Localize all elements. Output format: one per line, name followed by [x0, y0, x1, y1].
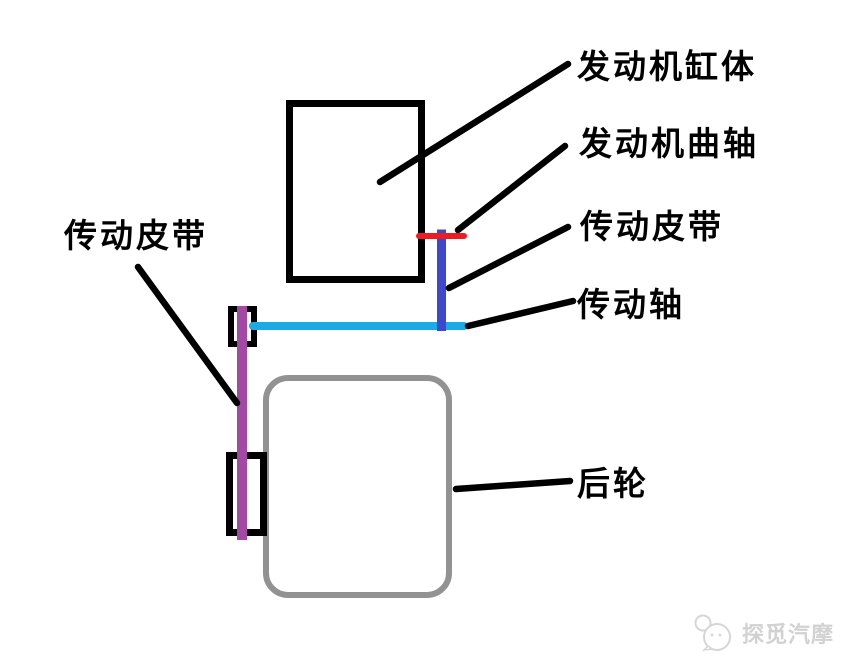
label-belt-right: 传动皮带: [580, 207, 724, 246]
leader-drive-shaft: [464, 297, 577, 330]
watermark-text: 探觅汽摩: [742, 623, 835, 648]
leader-belt-right: [445, 223, 572, 292]
label-drive-shaft: 传动轴: [577, 285, 685, 324]
leader-crankshaft: [454, 142, 569, 234]
watermark-logo-icon: [694, 614, 731, 652]
leader-belt-left: [134, 263, 241, 407]
watermark: 探觅汽摩: [690, 612, 834, 654]
leader-rear-wheel: [452, 477, 574, 493]
label-belt-left: 传动皮带: [64, 216, 208, 255]
label-engine-block: 发动机缸体: [577, 47, 757, 86]
leader-engine-block: [376, 60, 572, 186]
rear-wheel-shape: [263, 375, 452, 598]
engine-block-shape: [286, 100, 425, 283]
label-crankshaft: 发动机曲轴: [579, 124, 759, 163]
label-rear-wheel: 后轮: [577, 464, 649, 503]
